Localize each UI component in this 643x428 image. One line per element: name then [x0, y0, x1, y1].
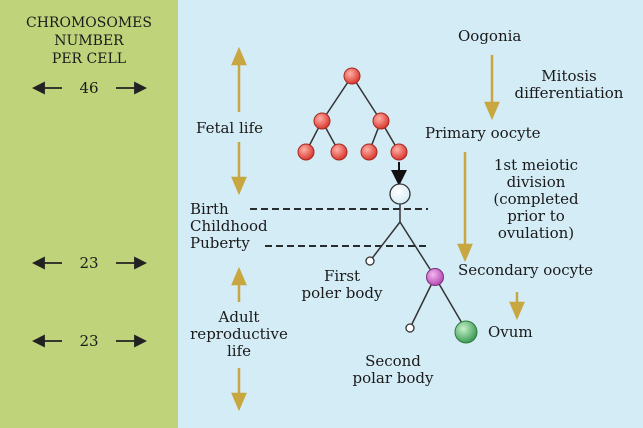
oogonium-cell-top: [344, 68, 360, 84]
oogonium-cell-left: [314, 113, 330, 129]
double-arrow-23-lower: [34, 336, 145, 346]
first-polar-body-cell: [366, 257, 374, 265]
ovulation-arrow: [511, 292, 523, 317]
double-arrow-46: [34, 83, 145, 93]
meiotic-division-arrow: [459, 152, 471, 259]
meiosis-lineage-lines: [370, 204, 466, 330]
fetal-life-arrow: [233, 50, 245, 192]
oogonium-cell-3: [361, 144, 377, 160]
oogonium-cell-right: [373, 113, 389, 129]
secondary-oocyte-cell: [427, 269, 444, 286]
oogonium-cell-1: [298, 144, 314, 160]
second-polar-body-cell: [406, 324, 414, 332]
oogonium-cell-2: [331, 144, 347, 160]
oogonium-cell-4: [391, 144, 407, 160]
ovum-cell: [455, 321, 477, 343]
adult-life-arrow: [233, 270, 245, 408]
mitosis-arrow: [486, 55, 498, 117]
primary-oocyte-cell: [390, 184, 410, 204]
double-arrow-23-upper: [34, 258, 145, 268]
oogonia-cells: [298, 68, 407, 160]
